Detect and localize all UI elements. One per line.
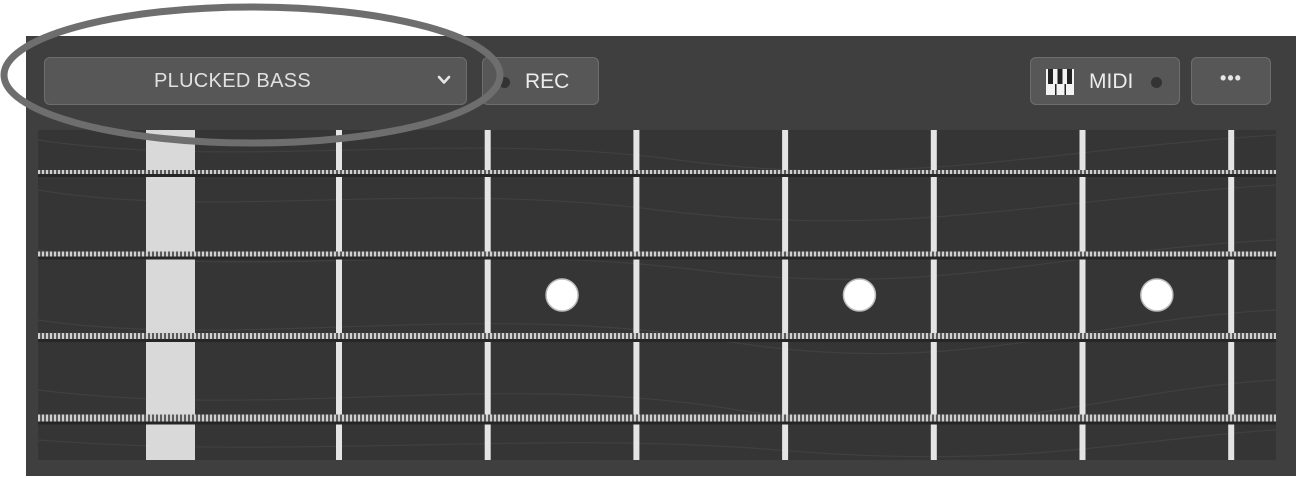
fret-6 (1079, 130, 1086, 460)
midi-indicator-icon (1151, 77, 1162, 88)
string-3[interactable] (38, 333, 1276, 339)
record-button[interactable]: REC (482, 57, 599, 105)
fret-7 (1228, 130, 1235, 460)
frets (146, 130, 1235, 460)
fretboard[interactable] (38, 130, 1276, 460)
string-shadow-1 (38, 174, 1276, 177)
string-1[interactable] (38, 170, 1276, 174)
nut (146, 130, 195, 460)
instrument-selector-label: PLUCKED BASS (154, 69, 311, 92)
more-options-button[interactable]: ••• (1191, 57, 1271, 105)
fret-4 (782, 130, 789, 460)
inlay-dot-fret-7 (1140, 278, 1174, 312)
fret-1 (336, 130, 342, 460)
midi-button[interactable]: MIDI (1030, 57, 1180, 105)
string-2[interactable] (38, 251, 1276, 257)
midi-button-label: MIDI (1089, 70, 1134, 93)
string-shadow-3 (38, 339, 1276, 342)
record-button-label: REC (525, 70, 570, 93)
string-shadow-4 (38, 421, 1276, 425)
fret-2 (484, 130, 491, 460)
fret-3 (633, 130, 640, 460)
strings (38, 170, 1276, 425)
instrument-selector[interactable]: PLUCKED BASS (44, 57, 467, 105)
inlay-dot-fret-3 (545, 278, 579, 312)
string-4[interactable] (38, 414, 1276, 422)
record-indicator-icon (499, 77, 510, 88)
fretboard-canvas (38, 130, 1276, 460)
piano-keys-icon (1046, 69, 1074, 95)
fret-5 (930, 130, 937, 460)
inlays (545, 278, 1174, 312)
wood-grain (38, 134, 1276, 458)
string-shadow-2 (38, 256, 1276, 260)
inlay-dot-fret-5 (842, 278, 877, 312)
ellipsis-icon: ••• (1220, 67, 1242, 88)
chevron-down-icon (437, 75, 451, 84)
